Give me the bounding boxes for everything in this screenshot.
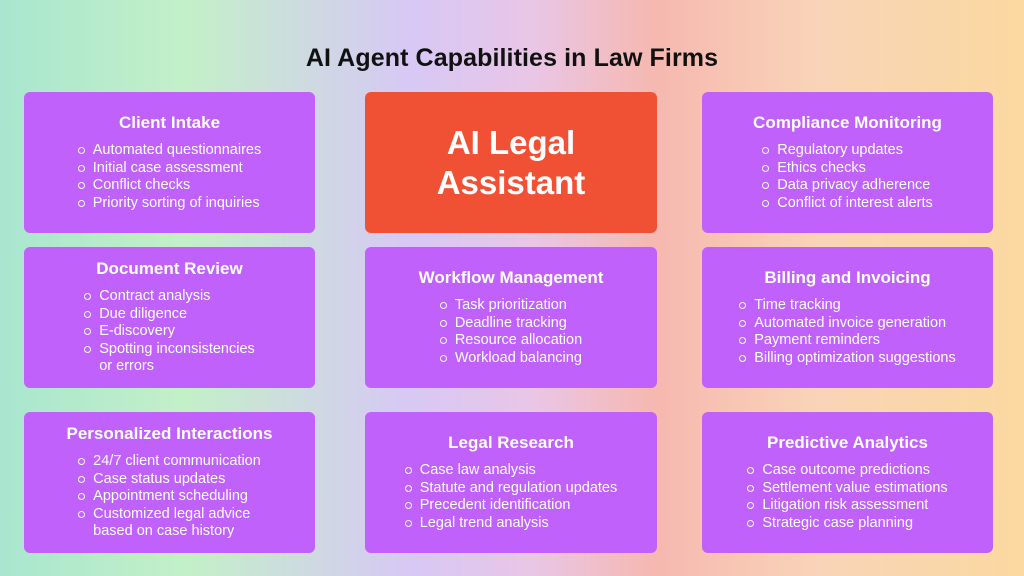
list-item: Case status updates [78,471,261,489]
card-workflow-management: Workflow Management Task prioritization … [365,247,657,388]
card-heading: Billing and Invoicing [764,268,931,287]
card-list: Regulatory updates Ethics checks Data pr… [762,142,933,212]
card-heading: Client Intake [118,113,221,132]
list-item: Time tracking [739,297,956,315]
list-item: Payment reminders [739,332,956,350]
card-personalized-interactions: Personalized Interactions 24/7 client co… [24,412,315,553]
list-item: Billing optimization suggestions [739,350,956,368]
list-item: Resource allocation [439,332,582,350]
list-item: Litigation risk assessment [747,497,947,515]
center-title-line2: Assistant [436,163,586,201]
list-item: Appointment scheduling [78,488,261,506]
card-compliance-monitoring: Compliance Monitoring Regulatory updates… [702,92,993,233]
list-item: Conflict checks [77,177,261,195]
card-list: 24/7 client communication Case status up… [78,453,261,541]
list-item: Customized legal advice [78,506,261,524]
list-item: Regulatory updates [762,142,933,160]
center-title-line1: AI Legal [446,123,576,161]
center-card-ai-legal-assistant: AI Legal Assistant [365,92,657,233]
page-title: AI Agent Capabilities in Law Firms [305,44,719,72]
card-list: Contract analysis Due diligence E-discov… [84,288,255,376]
card-heading: Predictive Analytics [767,433,928,452]
list-item: Spotting inconsistencies [84,341,255,359]
card-list: Task prioritization Deadline tracking Re… [439,297,582,368]
list-item: Deadline tracking [439,315,582,333]
card-heading: Document Review [96,259,243,279]
list-item: Conflict of interest alerts [762,195,933,213]
card-document-review: Document Review Contract analysis Due di… [24,247,315,388]
card-list: Time tracking Automated invoice generati… [739,297,956,367]
list-item: Case law analysis [404,462,618,480]
card-predictive-analytics: Predictive Analytics Case outcome predic… [702,412,993,553]
list-item: Contract analysis [84,288,255,306]
list-item: Data privacy adherence [762,177,933,195]
list-item: Case outcome predictions [747,462,947,480]
card-heading: Personalized Interactions [66,424,273,444]
list-item-continuation: or errors [99,358,154,375]
list-item-continuation: based on case history [93,523,235,540]
list-item: Automated questionnaires [77,142,261,160]
card-heading: Workflow Management [418,268,604,287]
list-item: E-discovery [84,323,255,341]
card-heading: Compliance Monitoring [753,113,942,132]
list-item: Priority sorting of inquiries [77,195,261,213]
card-client-intake: Client Intake Automated questionnaires I… [24,92,315,233]
card-list: Case law analysis Statute and regulation… [404,462,618,533]
card-legal-research: Legal Research Case law analysis Statute… [365,412,657,553]
list-item: Statute and regulation updates [404,480,617,498]
list-item: Due diligence [84,306,255,324]
list-item: Initial case assessment [77,160,261,178]
list-item: Legal trend analysis [404,515,618,533]
list-item: Automated invoice generation [739,315,956,333]
card-heading: Legal Research [448,433,574,452]
card-billing-and-invoicing: Billing and Invoicing Time tracking Auto… [702,247,993,388]
list-item: Strategic case planning [747,515,947,533]
list-item: Precedent identification [404,497,618,515]
list-item: Workload balancing [439,350,582,368]
list-item: Task prioritization [439,297,582,315]
list-item: Ethics checks [762,160,933,178]
card-list: Automated questionnaires Initial case as… [77,142,261,213]
list-item: 24/7 client communication [78,453,261,471]
card-list: Case outcome predictions Settlement valu… [747,462,948,533]
list-item: Settlement value estimations [747,480,948,498]
